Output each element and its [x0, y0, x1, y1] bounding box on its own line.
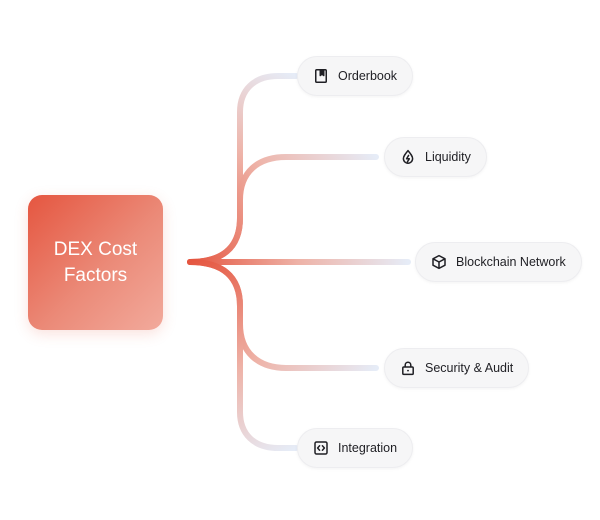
factor-liquidity: Liquidity: [384, 137, 487, 177]
hub-title-line1: DEX Cost: [53, 238, 138, 260]
factor-label: Integration: [338, 441, 398, 455]
factor-orderbook: Orderbook: [297, 56, 414, 96]
code-frame-icon: [313, 440, 329, 456]
book-icon: [313, 68, 329, 84]
factor-label: Orderbook: [338, 69, 398, 83]
factor-label: Security & Audit: [425, 361, 514, 375]
factor-label: Blockchain Network: [456, 255, 566, 269]
hub-title-line2: Factors: [63, 264, 128, 286]
connector-liquidity: [187, 154, 379, 265]
factor-label: Liquidity: [425, 150, 471, 164]
connector-orderbook: [187, 73, 299, 265]
lock-icon: [400, 360, 416, 376]
dex-cost-factors-node: DEX Cost Factors: [28, 195, 163, 330]
factor-security-audit: Security & Audit: [384, 348, 530, 388]
factor-blockchain-network: Blockchain Network: [415, 242, 582, 282]
factor-integration: Integration: [297, 428, 414, 468]
connector-security-audit: [187, 259, 379, 371]
cube-icon: [431, 254, 447, 270]
connector-integration: [187, 259, 299, 451]
droplet-bolt-icon: [400, 149, 416, 165]
